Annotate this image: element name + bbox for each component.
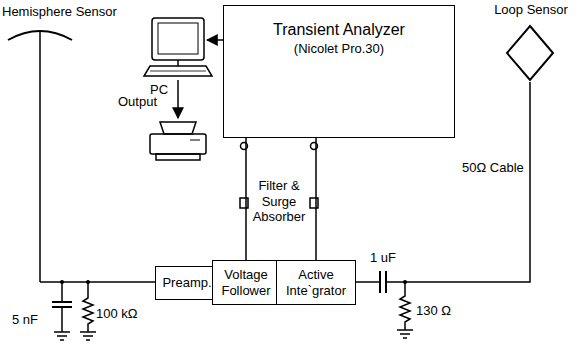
annotation-label: 50Ω Cable bbox=[462, 160, 524, 176]
printer-icon bbox=[150, 122, 206, 160]
resistor-symbol bbox=[80, 282, 96, 340]
annotation-label: 100 kΩ bbox=[96, 306, 138, 322]
analyzer-box: Transient Analyzer (Nicolet Pro.30) bbox=[223, 5, 455, 138]
pc-icon bbox=[144, 18, 212, 76]
annotation-label: Filter & Surge Absorber bbox=[249, 178, 309, 225]
resistor-symbol bbox=[397, 282, 413, 338]
process-box: Voltage Follower bbox=[212, 260, 280, 305]
annotation-label: 130 Ω bbox=[416, 303, 451, 319]
node-text: Voltage Follower bbox=[217, 267, 275, 298]
node-text: (Nicolet Pro.30) bbox=[294, 41, 384, 57]
signal-cable bbox=[315, 138, 317, 260]
filter-symbol bbox=[240, 198, 248, 208]
filter-symbol bbox=[310, 198, 318, 208]
annotation-label: 5 nF bbox=[12, 312, 38, 328]
node-text: Loop Sensor bbox=[485, 2, 577, 18]
node-text: Preamp. bbox=[162, 275, 211, 291]
process-box: Preamp. bbox=[155, 266, 219, 300]
annotation-label: Hemisphere Sensor bbox=[2, 4, 117, 20]
process-box: Active Inte`grator bbox=[276, 260, 356, 305]
arrow bbox=[207, 39, 223, 41]
node-text: Active Inte`grator bbox=[281, 267, 351, 298]
loop-sensor: Loop Sensor bbox=[485, 2, 577, 82]
arrow bbox=[177, 80, 179, 118]
annotation-label: Output bbox=[118, 94, 157, 110]
loop-sensor-diamond bbox=[485, 24, 577, 82]
annotation-label: 1 uF bbox=[370, 250, 396, 266]
node-text: Transient Analyzer bbox=[273, 20, 405, 39]
capacitor-symbol bbox=[380, 271, 386, 293]
signal-cable bbox=[245, 138, 247, 260]
capacitor-symbol bbox=[52, 282, 72, 340]
